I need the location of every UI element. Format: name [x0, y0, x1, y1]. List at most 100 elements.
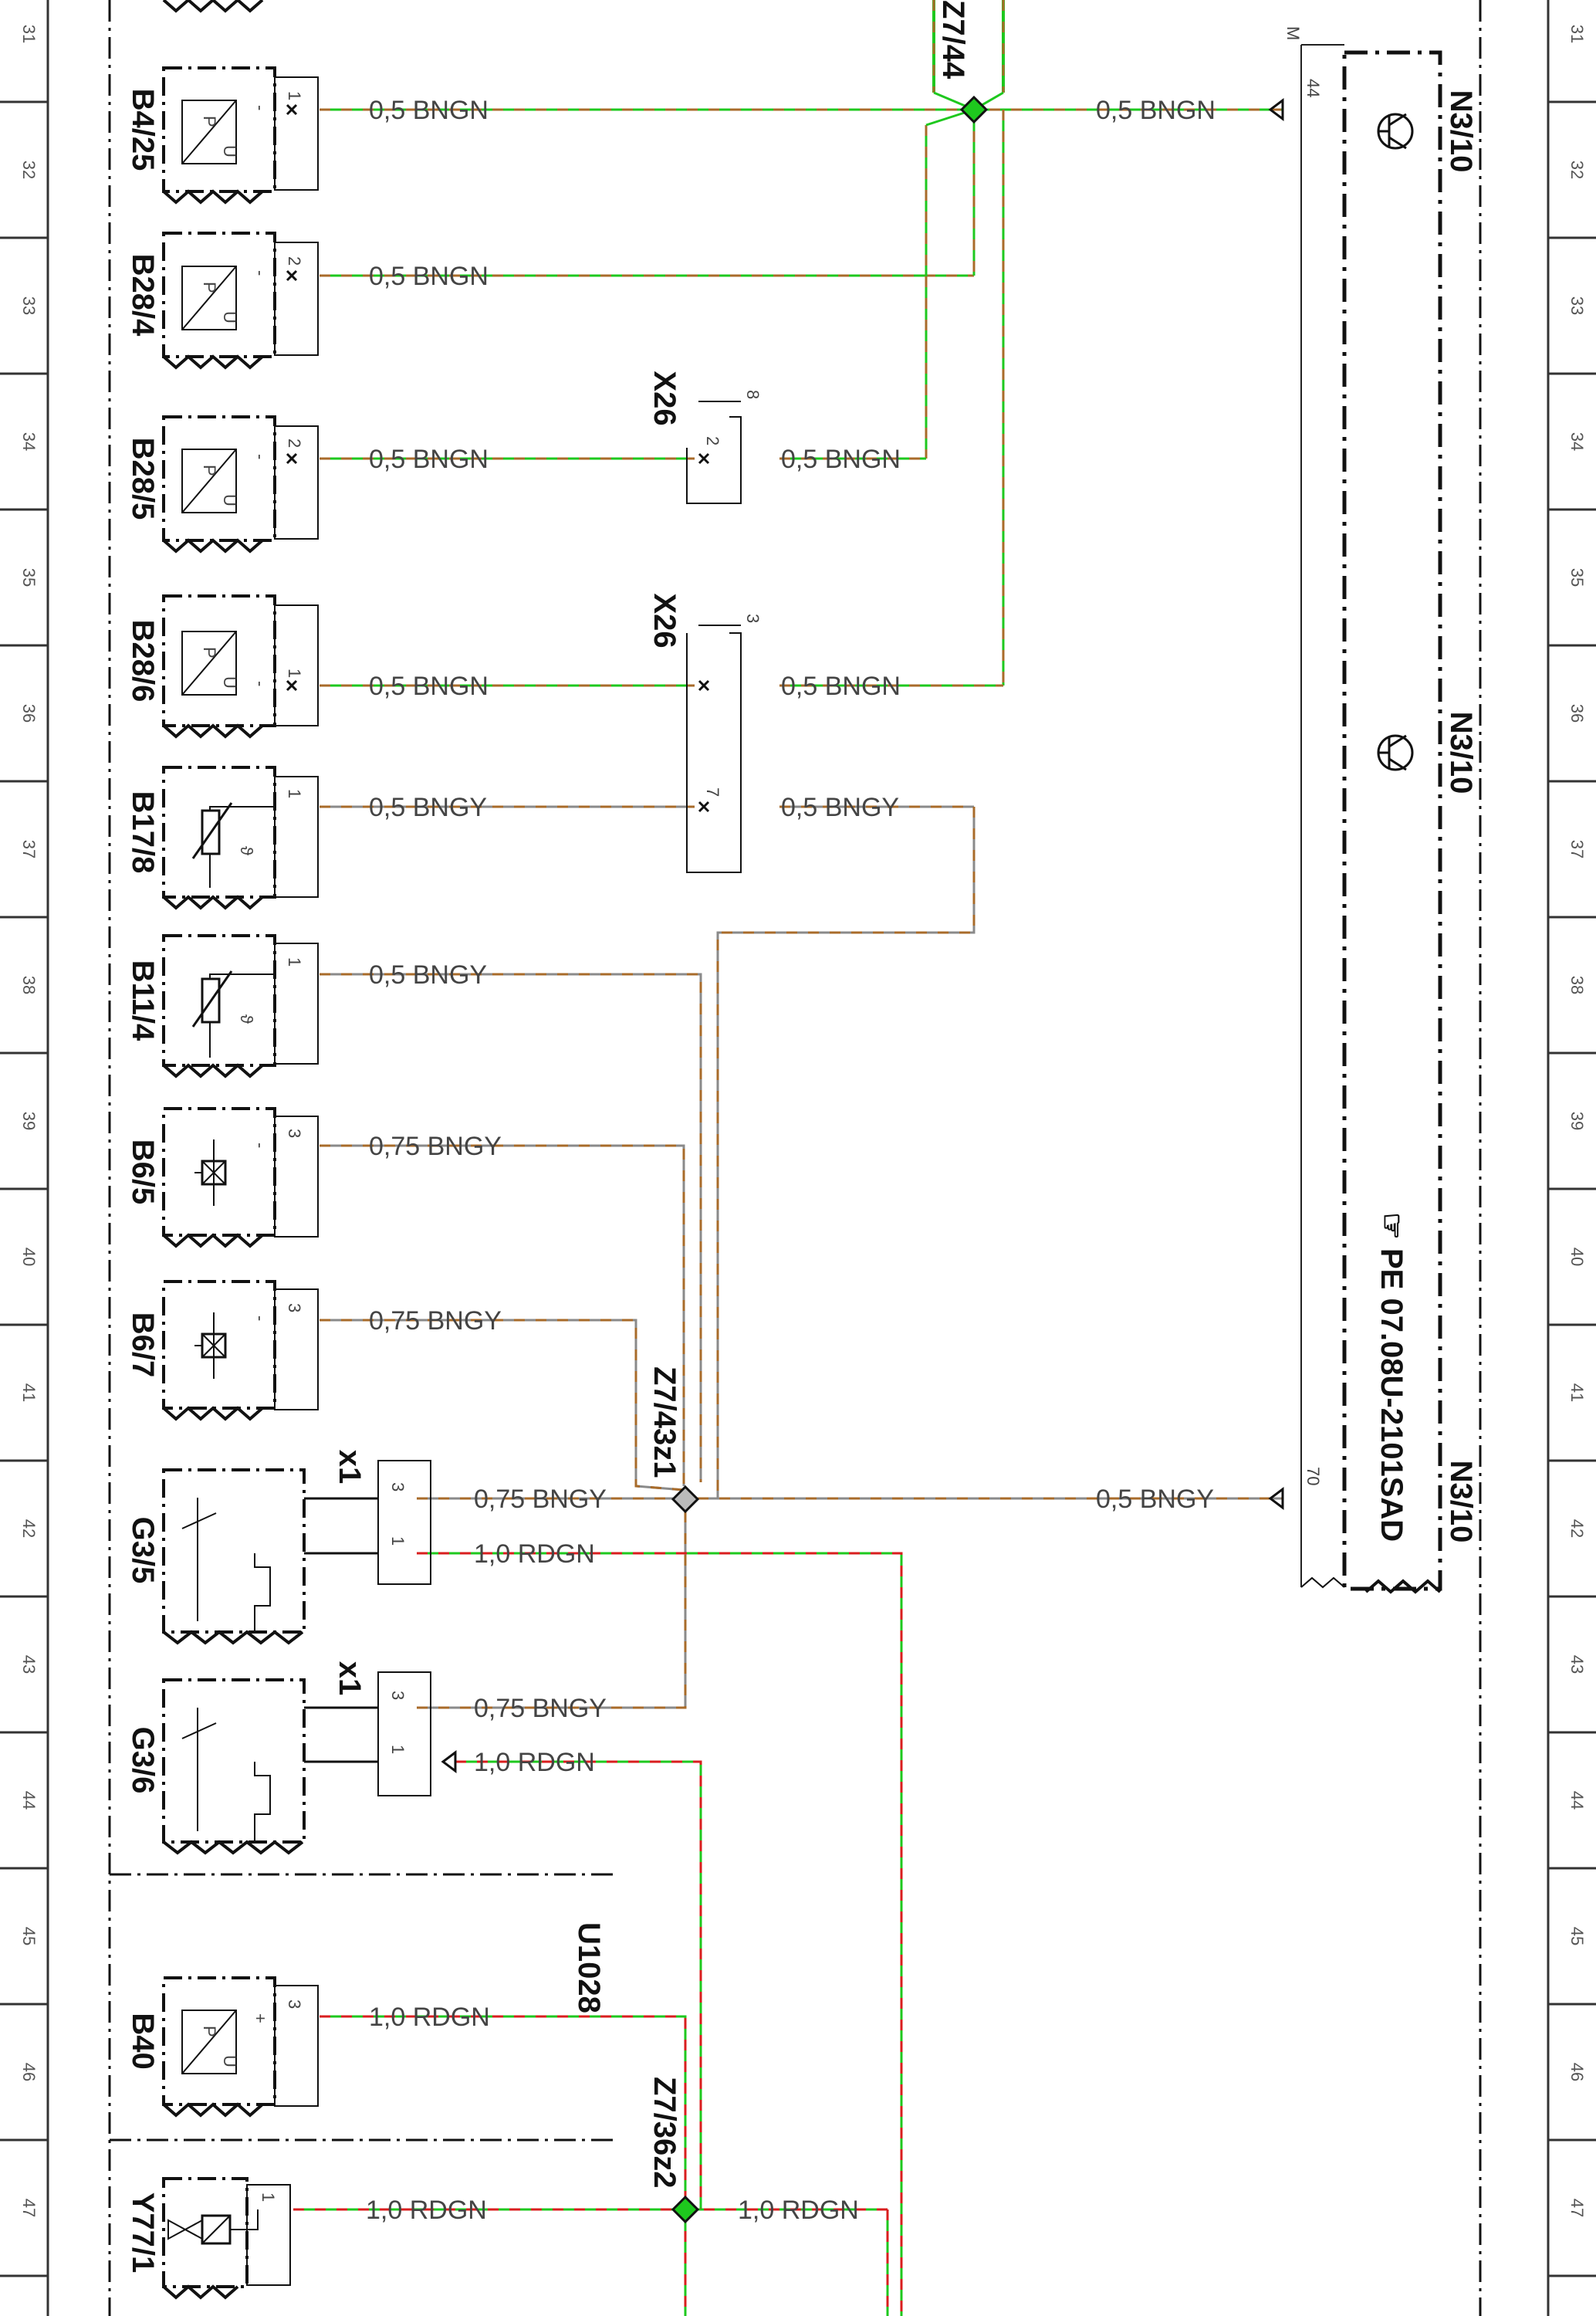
sensor-marks: P U P U P U P U P U - - - - - - + ϑ ϑ [200, 105, 270, 2067]
label-y77-1: Y77/1 [126, 2192, 160, 2274]
wire-label: 0,5 BNGY [781, 793, 899, 822]
minus-mark: - [251, 681, 270, 686]
wire-label: 1,0 RDGN [366, 2196, 487, 2225]
wire-label: 1,0 RDGN [474, 1539, 595, 1569]
pressure-p-mark: P [200, 647, 219, 659]
wire-label: 0,5 BNGN [781, 445, 901, 474]
pin-number: 2 [703, 436, 722, 445]
ruler-row-number-right: 47 [1567, 2199, 1587, 2217]
label-b28-6: B28/6 [126, 620, 160, 703]
wire-label: 0,5 BNGN [781, 672, 901, 701]
wavy-edges [162, 0, 304, 2300]
wire-label: 0,5 BNGN [1096, 96, 1216, 125]
ruler-row-number-right: 31 [1567, 25, 1587, 43]
pressure-u-mark: U [220, 2055, 239, 2067]
label-u1028: U1028 [572, 1922, 606, 2013]
wiring-lines [293, 0, 1283, 2316]
ruler-row-number-right: 38 [1567, 976, 1587, 994]
ruler-row-number-left: 37 [19, 840, 39, 858]
label-b4-25: B4/25 [126, 89, 160, 171]
pin-number: 1 [388, 1536, 407, 1546]
pressure-p-mark: P [200, 116, 219, 127]
label-b11-4: B11/4 [126, 960, 160, 1041]
wire-label: 0,5 BNGY [1096, 1485, 1214, 1514]
transistor-symbol [1377, 734, 1414, 771]
ruler-row-number-left: 44 [19, 1791, 39, 1810]
pin-number: 70 [1304, 1467, 1323, 1485]
label-b40: B40 [126, 2013, 160, 2069]
pin-number: 1 [259, 2192, 278, 2202]
ruler-row-number-right: 43 [1567, 1655, 1587, 1674]
x26-connector-lower [686, 625, 742, 873]
pin-number: 44 [1304, 79, 1323, 97]
transistor-symbol [1377, 113, 1414, 150]
pin-number: 8 [743, 390, 762, 399]
pressure-u-mark: U [220, 145, 239, 157]
theta-mark: ϑ [237, 846, 256, 855]
pressure-p-mark: P [200, 465, 219, 476]
wire-label: 0,75 BNGY [474, 1694, 607, 1723]
ruler-row-number-right: 42 [1567, 1519, 1587, 1538]
pin-number: 7 [703, 787, 722, 797]
wire-label: 0,5 BNGY [369, 793, 487, 822]
label-x26-lower: X26 [648, 593, 681, 648]
wire-label: 0,5 BNGN [369, 262, 489, 291]
pin-number: 3 [285, 1129, 304, 1138]
pressure-p-mark: P [200, 282, 219, 293]
pin-number: 1 [285, 957, 304, 967]
ruler-row-number-right: 34 [1567, 432, 1587, 451]
ruler-row-number-right: 45 [1567, 1927, 1587, 1945]
label-n3-10-mid: N3/10 [1444, 712, 1478, 794]
label-b28-5: B28/5 [126, 438, 160, 520]
ruler-row-number-left: 41 [19, 1383, 39, 1402]
ruler-row-number-left: 32 [19, 161, 39, 179]
label-g3-6: G3/6 [126, 1727, 160, 1794]
label-b28-4: B28/4 [126, 254, 160, 337]
label-x26-upper: X26 [648, 371, 681, 425]
splice-node-z7-43z1 [671, 1485, 700, 1514]
pin-number: 1 [285, 91, 304, 100]
component-labels: B4/25 B28/4 B28/5 B28/6 B17/8 B11/4 B6/5… [126, 0, 1478, 2273]
theta-mark: ϑ [237, 1014, 256, 1024]
label-g3-5: G3/5 [126, 1517, 160, 1584]
pin-number: 2 [285, 438, 304, 448]
pin-labels: 1 2 2 1 1 1 3 3 3 1 3 1 3 1 8 2 3 7 44 7… [259, 26, 1323, 2202]
ruler-row-number-right: 35 [1567, 568, 1587, 587]
ruler-row-number-left: 38 [19, 976, 39, 994]
ruler-row-number-left: 40 [19, 1248, 39, 1266]
pin-ticks [286, 103, 710, 813]
ruler-row-number-left: 35 [19, 568, 39, 587]
label-n3-10-top: N3/10 [1444, 90, 1478, 173]
ruler-row-number-right: 40 [1567, 1248, 1587, 1266]
label-z7-36z2: Z7/36z2 [648, 2077, 681, 2189]
pin-number: 3 [388, 1482, 407, 1492]
splice-node-z7-36z2 [671, 2195, 700, 2224]
wire-label: 0,75 BNGY [474, 1485, 607, 1514]
wire-label: 1,0 RDGN [474, 1748, 595, 1777]
pin-number: 3 [285, 1303, 304, 1312]
pressure-u-mark: U [220, 676, 239, 689]
ruler-row-number-left: 36 [19, 704, 39, 723]
label-b6-5: B6/5 [126, 1139, 160, 1205]
pin-number: 3 [388, 1691, 407, 1700]
minus-mark: - [251, 454, 270, 459]
label-b6-7: B6/7 [126, 1312, 160, 1378]
pressure-u-mark: U [220, 311, 239, 323]
minus-mark: - [251, 105, 270, 110]
ruler-row-number-right: 37 [1567, 840, 1587, 858]
label-b17-8: B17/8 [126, 791, 160, 874]
ruler-row-number-right: 32 [1567, 161, 1587, 179]
ruler-row-number-left: 31 [19, 25, 39, 43]
wire-label: 1,0 RDGN [738, 2196, 859, 2225]
ruler-row-number-left: 33 [19, 296, 39, 315]
pin-number: 1 [285, 669, 304, 678]
minus-mark: - [251, 1315, 270, 1321]
wire-label: 0,5 BNGN [369, 445, 489, 474]
component-boxes [162, 66, 431, 2288]
ruler-row-number-left: 42 [19, 1519, 39, 1538]
ruler-row-number-right: 44 [1567, 1791, 1587, 1810]
pin-number: 1 [388, 1745, 407, 1754]
ruler-row-number-left: 39 [19, 1112, 39, 1130]
